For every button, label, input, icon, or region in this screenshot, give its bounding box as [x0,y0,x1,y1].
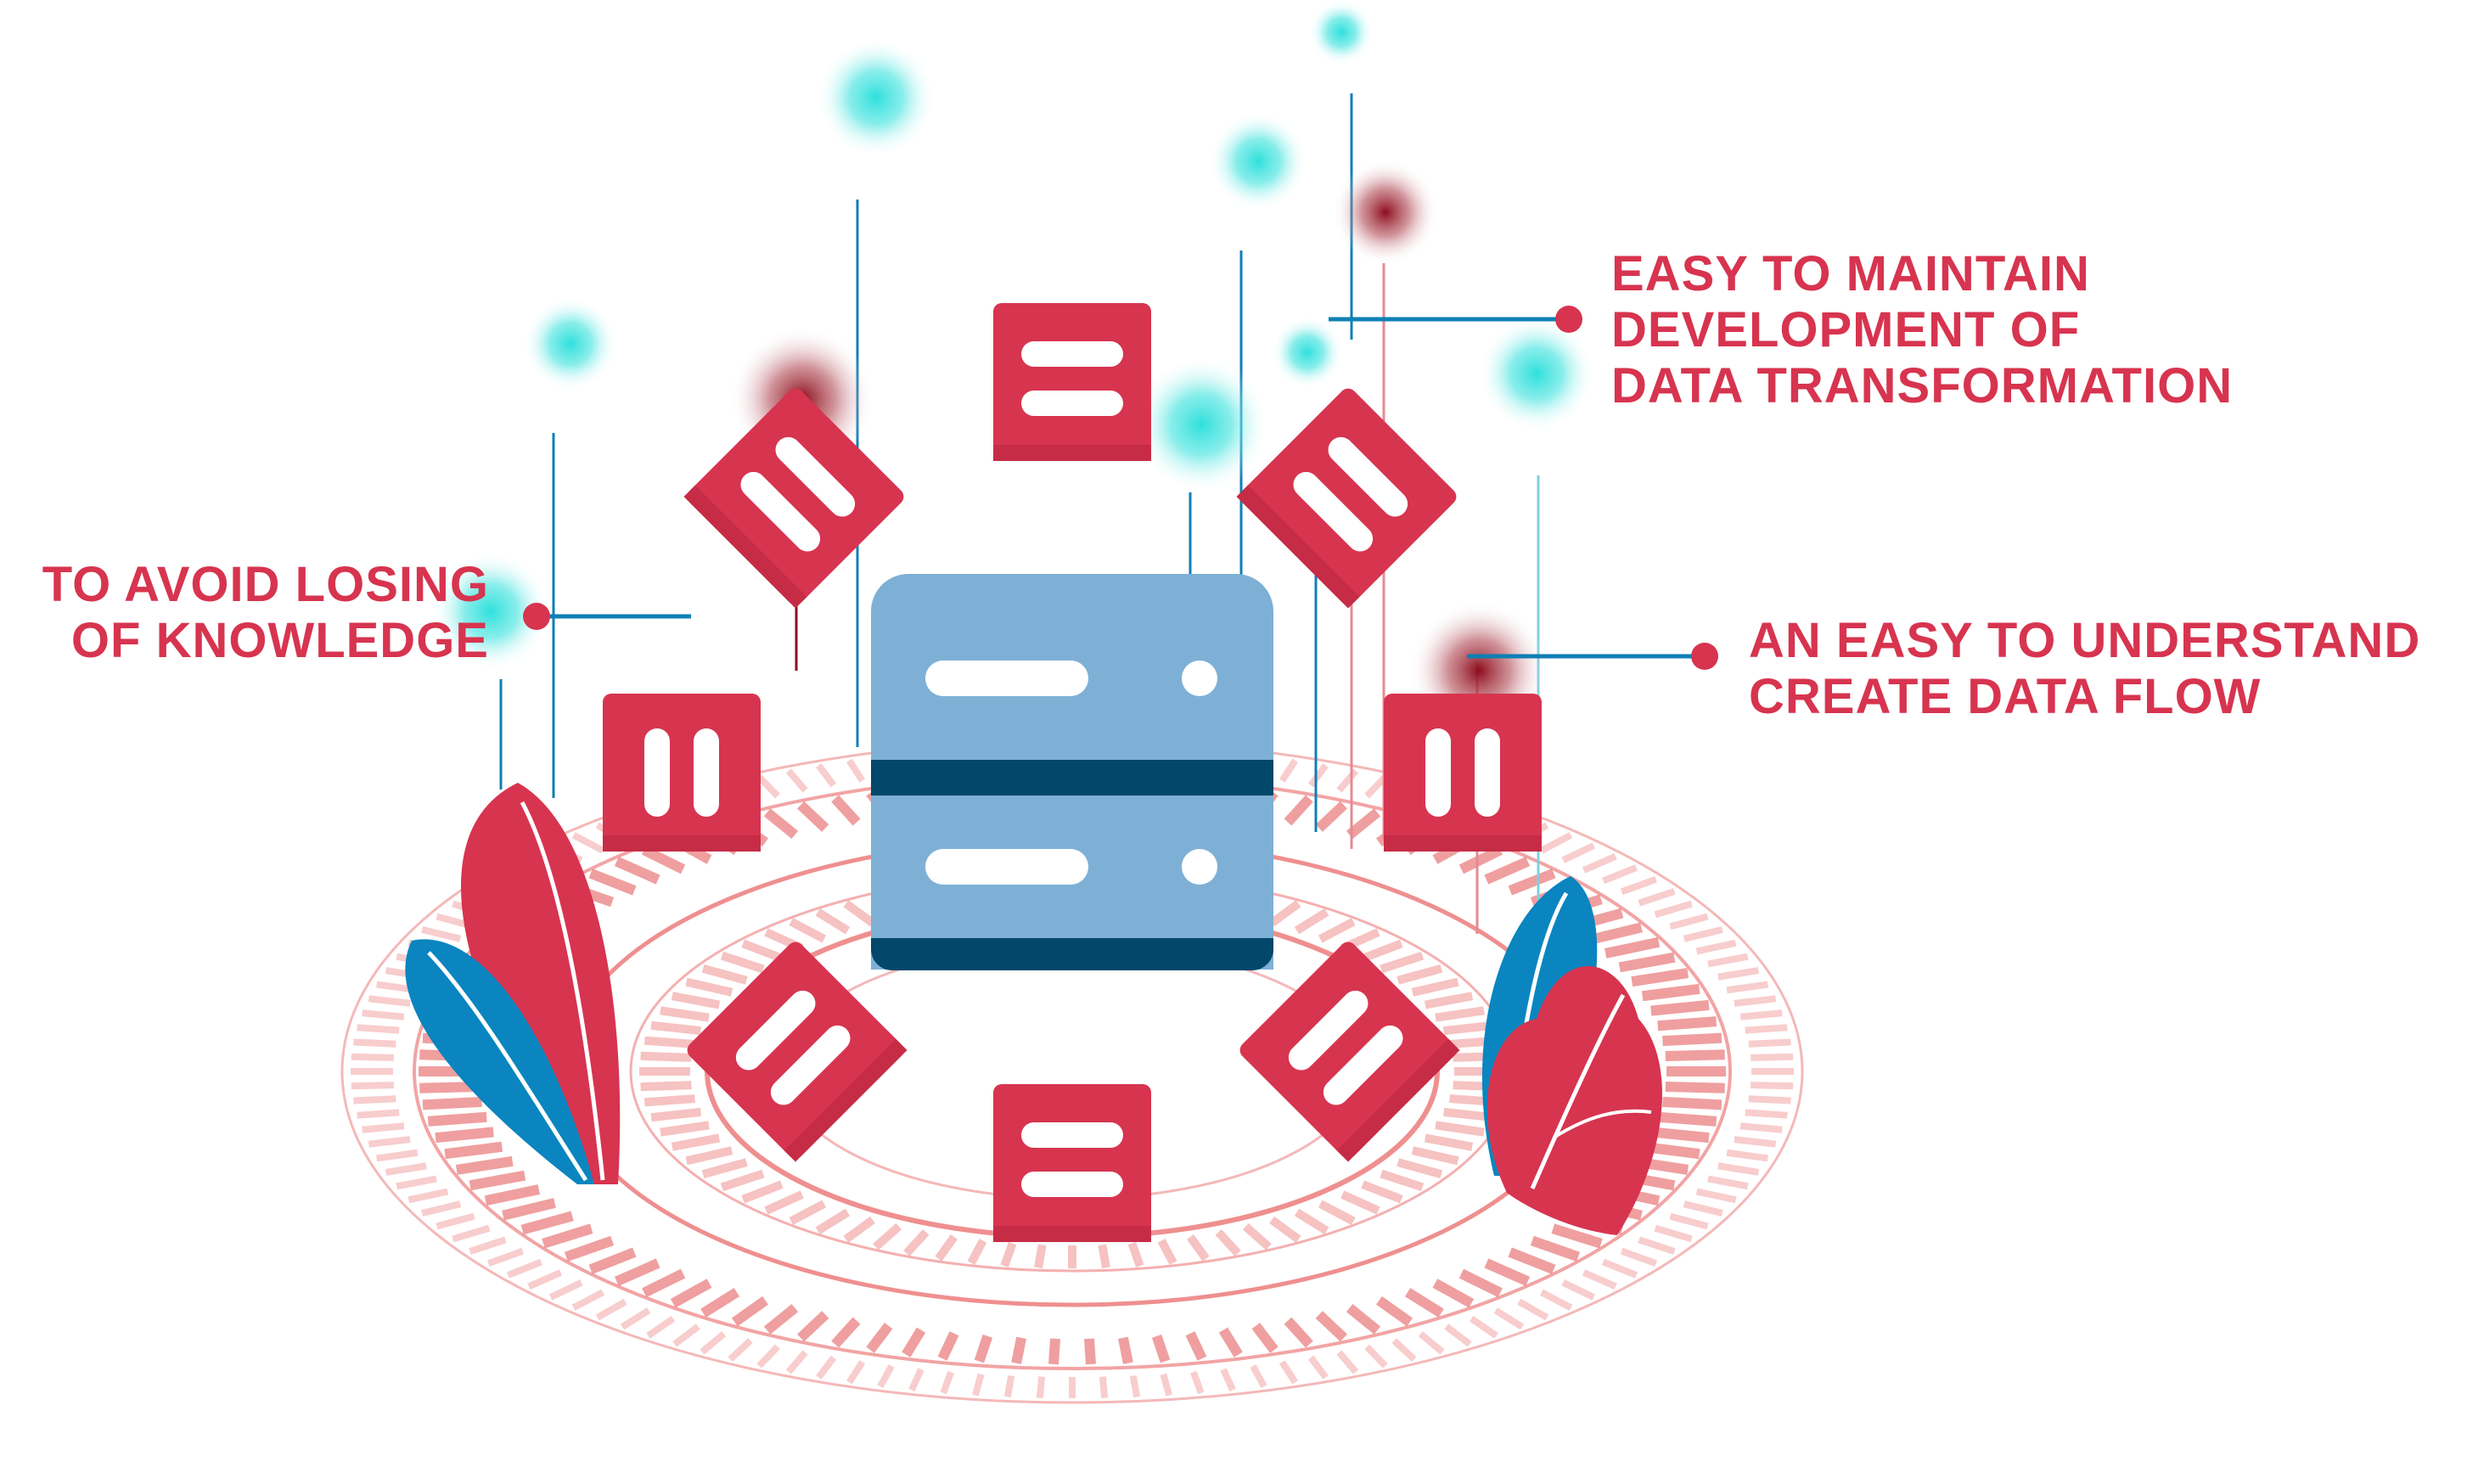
callout-maintain-line-1: EASY TO MAINTAIN [1611,246,2090,301]
data-module-icon [1384,694,1542,852]
leaf-icon-right [1481,876,1662,1235]
callout-dataflow-line-2: CREATE DATA FLOW [1749,669,2262,724]
glow-particles [431,0,1594,740]
data-module-icon [1239,942,1460,1162]
callout-knowledge-line-2: OF KNOWLEDGE [70,613,489,668]
data-module-icon [603,694,761,852]
callout-dot-dataflow [1691,643,1718,670]
data-module-icon [687,942,908,1162]
data-modules [603,303,1542,1242]
callout-maintain: EASY TO MAINTAIN DEVELOPMENT OF DATA TRA… [1611,246,2233,414]
data-module-icon [993,1084,1151,1242]
leaf-icon-left [405,783,621,1184]
callout-maintain-line-3: DATA TRANSFORMATION [1611,358,2234,413]
server-slot-top [925,660,1088,696]
callout-dataflow: AN EASY TO UNDERSTAND CREATE DATA FLOW [1749,613,2420,725]
server-slot-bottom [925,849,1088,885]
data-module-icon [993,303,1151,461]
callout-dataflow-line-1: AN EASY TO UNDERSTAND [1749,613,2421,668]
server-light-bottom [1182,849,1217,885]
server-light-top [1182,660,1217,696]
data-module-icon [683,388,904,609]
callout-knowledge-line-1: TO AVOID LOSING [42,557,489,612]
callout-knowledge: TO AVOID LOSING OF KNOWLEDGE [42,557,489,669]
callout-dot-maintain [1555,306,1582,333]
data-module-icon [1236,388,1457,609]
callout-dot-knowledge [523,603,550,630]
database-server-icon [871,574,1273,970]
callout-maintain-line-2: DEVELOPMENT OF [1611,302,2081,357]
callout-connectors [523,306,1718,670]
